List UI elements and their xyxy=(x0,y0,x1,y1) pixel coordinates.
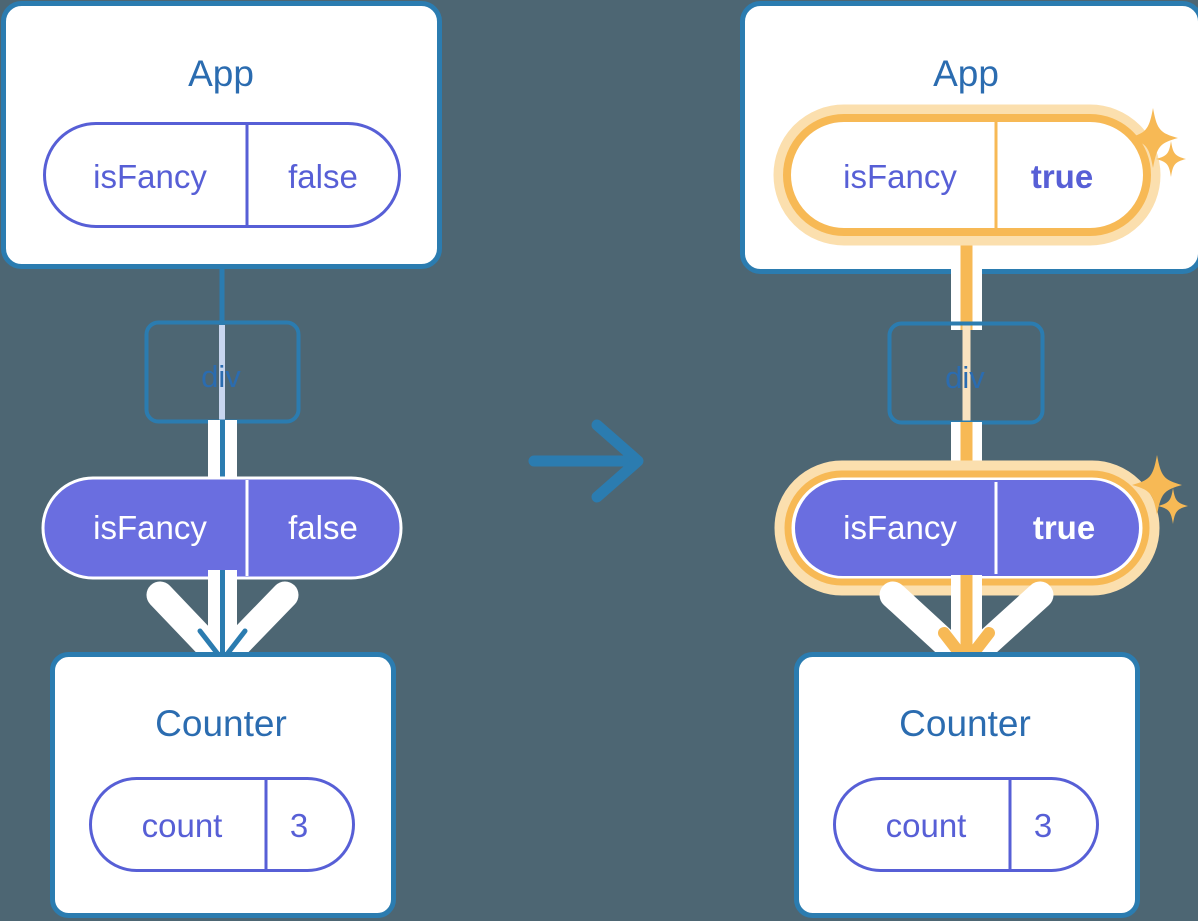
right-counter-pill-key: count xyxy=(886,807,967,844)
sparkle-small-top-icon xyxy=(1156,141,1186,177)
left-counter-pill-key: count xyxy=(142,807,223,844)
right-counter-title: Counter xyxy=(899,703,1031,744)
right-counter-pill-value: 3 xyxy=(1034,807,1052,844)
right-prop-pill-value: true xyxy=(1033,509,1095,546)
left-app-state-pill xyxy=(43,122,401,228)
right-app-pill-value: true xyxy=(1031,158,1093,195)
transition-arrow-right-icon xyxy=(528,419,644,503)
sparkle-large-top-icon xyxy=(1128,108,1178,168)
right-prop-pill-key: isFancy xyxy=(843,509,957,546)
right-app-title: App xyxy=(933,53,999,94)
right-counter-state-pill xyxy=(833,777,1099,872)
left-counter-title: Counter xyxy=(155,703,287,744)
right-tree: App isFancy true div isFancy true xyxy=(740,1,1198,918)
left-app-pill-value: false xyxy=(288,158,358,195)
left-prop-pill-value: false xyxy=(288,509,358,546)
right-app-pill-key: isFancy xyxy=(843,158,957,195)
left-app-pill-key: isFancy xyxy=(93,158,207,195)
sparkle-small-mid-icon xyxy=(1158,488,1188,524)
right-app-pill-glow xyxy=(773,104,1161,246)
left-app-title: App xyxy=(188,53,254,94)
left-tree: App isFancy false div isFancy false Coun… xyxy=(1,1,442,918)
right-prop-pill xyxy=(795,480,1139,576)
left-div-title: div xyxy=(201,359,241,394)
sparkle-large-mid-icon xyxy=(1132,455,1182,515)
left-counter-pill-value: 3 xyxy=(290,807,308,844)
right-div-title: div xyxy=(945,360,985,395)
left-prop-pill-key: isFancy xyxy=(93,509,207,546)
left-counter-state-pill xyxy=(89,777,355,872)
right-app-pill-ring xyxy=(783,114,1151,236)
